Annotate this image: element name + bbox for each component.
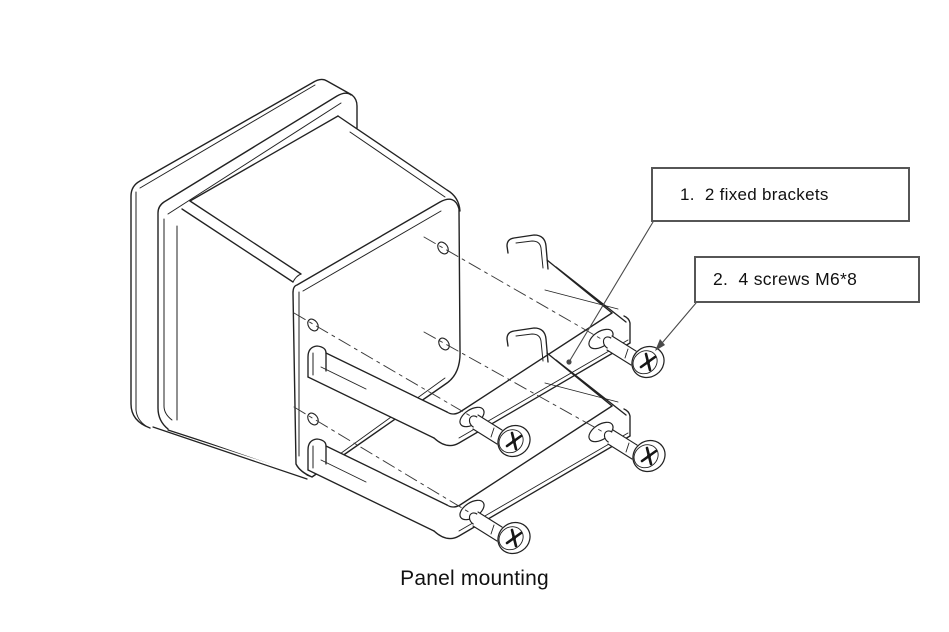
leader-arrow-2 xyxy=(655,339,665,351)
centerline-3 xyxy=(423,331,613,438)
mounting-hole-4 xyxy=(307,412,319,426)
callout-leaders xyxy=(566,221,697,365)
callout-2-box: 2. 4 screws M6*8 xyxy=(694,256,920,303)
figure-caption: Panel mounting xyxy=(400,567,549,590)
screw-3 xyxy=(465,412,538,465)
centerline-1 xyxy=(423,236,611,345)
leader-dot-1 xyxy=(566,359,572,365)
centerline-4 xyxy=(293,406,478,518)
mounting-hole-1 xyxy=(437,241,449,255)
rear-face xyxy=(292,198,461,478)
leader-line-1 xyxy=(568,221,654,363)
assembly-centerlines xyxy=(293,236,613,518)
callout-1-label: 1. 2 fixed brackets xyxy=(680,184,829,204)
screw-2 xyxy=(600,427,673,480)
callout-1-box: 1. 2 fixed brackets xyxy=(651,167,910,222)
mounting-hole-3 xyxy=(438,337,450,351)
device-case xyxy=(181,115,461,478)
screw-4 xyxy=(465,509,538,562)
leader-line-2 xyxy=(656,302,697,350)
centerline-2 xyxy=(293,312,480,422)
callout-2-label: 2. 4 screws M6*8 xyxy=(713,269,858,289)
